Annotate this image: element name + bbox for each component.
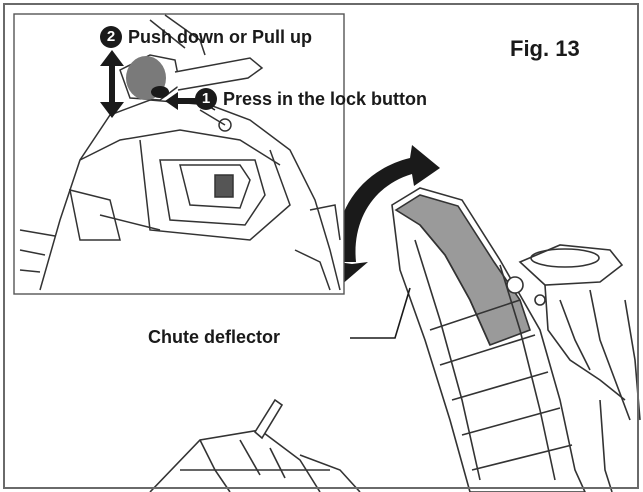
step-1-number: 1 xyxy=(195,88,217,110)
figure-border xyxy=(3,3,639,489)
step-2-callout: 2 Push down or Pull up xyxy=(100,26,312,48)
chute-leader-line xyxy=(350,287,411,339)
step-1-text: Press in the lock button xyxy=(223,89,428,109)
step-1-callout: 1 Press in the lock button xyxy=(195,88,427,110)
chute-deflector-label: Chute deflector xyxy=(148,327,281,347)
step-2-text: Push down or Pull up xyxy=(128,27,312,47)
figure-label: Fig. 13 xyxy=(510,36,580,61)
push-pull-arrow xyxy=(100,50,124,118)
chute-assembly-drawing xyxy=(149,187,641,492)
step-2-number: 2 xyxy=(100,26,122,48)
press-arrow xyxy=(165,92,200,110)
detail-inset xyxy=(13,13,345,295)
